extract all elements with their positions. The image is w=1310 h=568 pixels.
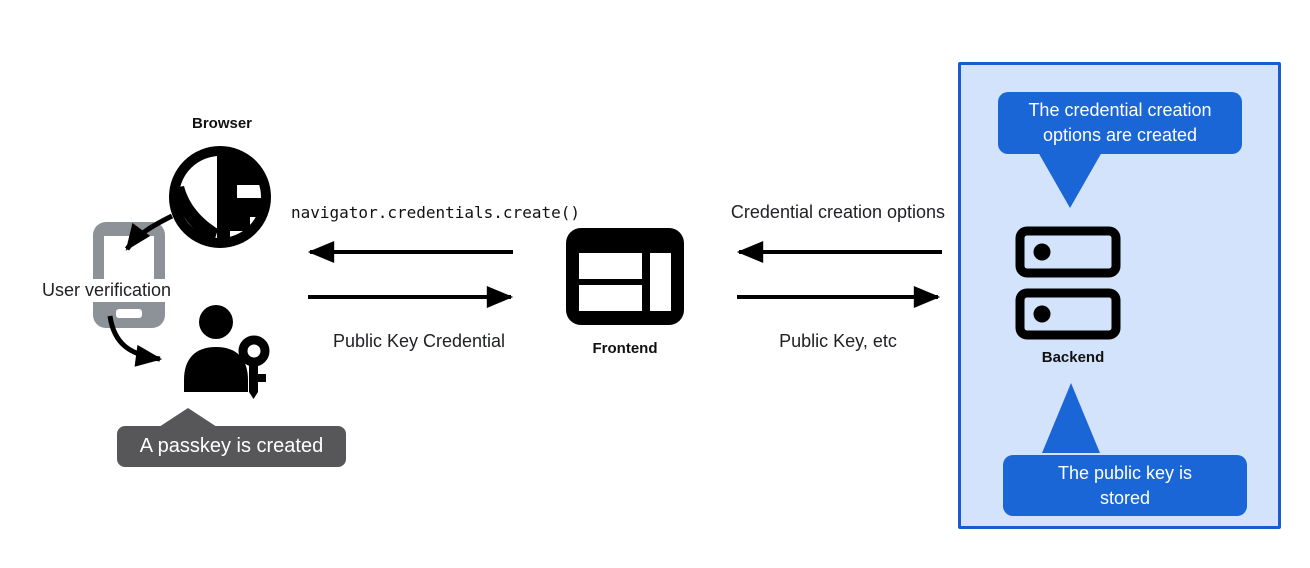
backend-label: Backend [1041,349,1105,366]
navigator-credentials-create-label: navigator.credentials.create() [291,203,580,222]
user-with-key-icon [179,302,271,400]
public-key-bubble-pointer [1042,383,1100,453]
backend-panel: The credential creation options are crea… [958,62,1281,529]
public-key-bubble-text: The public key is stored [1057,462,1193,508]
public-key-credential-label: Public Key Credential [332,331,506,351]
credential-options-bubble-pointer [1038,152,1102,208]
user-verification-label: User verification [39,279,175,302]
credential-options-bubble-text: The credential creation options are crea… [1028,100,1212,145]
server-stack-icon [1015,226,1121,340]
globe-icon [164,141,276,253]
frontend-label: Frontend [592,340,658,357]
passkey-bubble: A passkey is created [117,426,346,467]
credential-options-bubble: The credential creation options are crea… [998,92,1242,154]
browser-window-icon [566,228,684,325]
smartphone-icon [92,221,166,329]
passkey-bubble-pointer [159,408,217,427]
public-key-bubble: The public key is stored [1003,455,1247,516]
passkey-bubble-text: A passkey is created [139,435,324,457]
credential-creation-options-label: Credential creation options [730,202,946,222]
browser-label: Browser [191,115,253,132]
public-key-etc-label: Public Key, etc [779,331,897,351]
